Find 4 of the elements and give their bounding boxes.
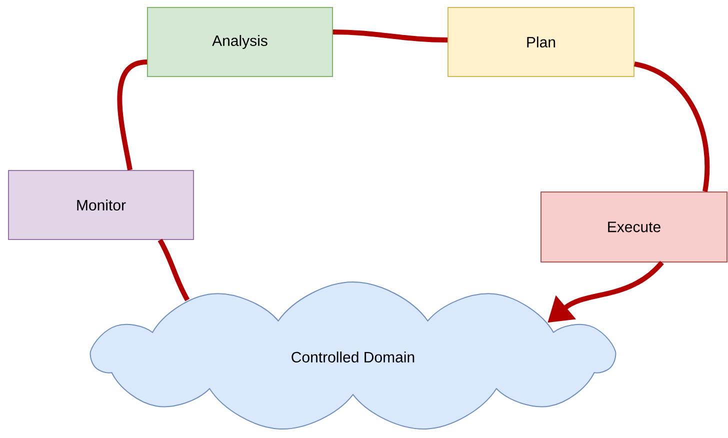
process-box: Execute bbox=[540, 192, 728, 262]
process-box: Analysis bbox=[147, 7, 333, 77]
process-box: Monitor bbox=[8, 170, 194, 240]
process-box: Plan bbox=[448, 7, 634, 77]
